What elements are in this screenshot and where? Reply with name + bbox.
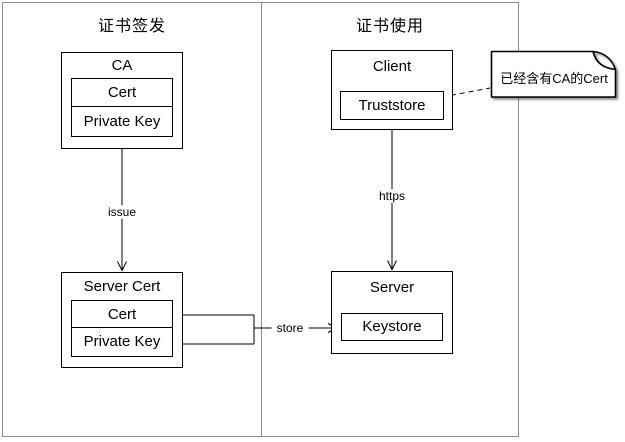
edge-label-issue: issue <box>102 205 142 219</box>
node-server-cert-title: Server Cert <box>83 278 161 295</box>
section-title-signing: 证书签发 <box>97 18 166 35</box>
node-server-cert-stack: Cert Private Key <box>71 300 173 357</box>
node-server-cert-cert: Cert <box>72 301 172 328</box>
note-shape <box>490 50 617 98</box>
note-box: 已经含有CA的Cert <box>490 50 618 99</box>
note-text: 已经含有CA的Cert <box>500 70 608 86</box>
node-server-title: Server <box>369 279 415 296</box>
node-server: Server Keystore <box>331 271 453 354</box>
node-ca-stack: Cert Private Key <box>71 78 173 137</box>
node-keystore: Keystore <box>341 313 443 341</box>
node-ca-cert: Cert <box>72 79 172 107</box>
node-truststore: Truststore <box>340 91 444 120</box>
node-ca: CA Cert Private Key <box>61 52 183 149</box>
node-server-cert: Server Cert Cert Private Key <box>61 272 183 368</box>
node-client: Client Truststore <box>331 50 453 130</box>
container-cert-usage: 证书使用 <box>261 2 519 437</box>
edge-label-https: https <box>373 189 411 203</box>
node-ca-private-key: Private Key <box>83 113 161 130</box>
section-title-usage: 证书使用 <box>355 18 424 35</box>
edge-label-store: store <box>271 321 309 335</box>
node-server-cert-private-key: Private Key <box>83 333 161 350</box>
node-ca-title: CA <box>111 57 133 74</box>
node-client-title: Client <box>372 58 412 75</box>
